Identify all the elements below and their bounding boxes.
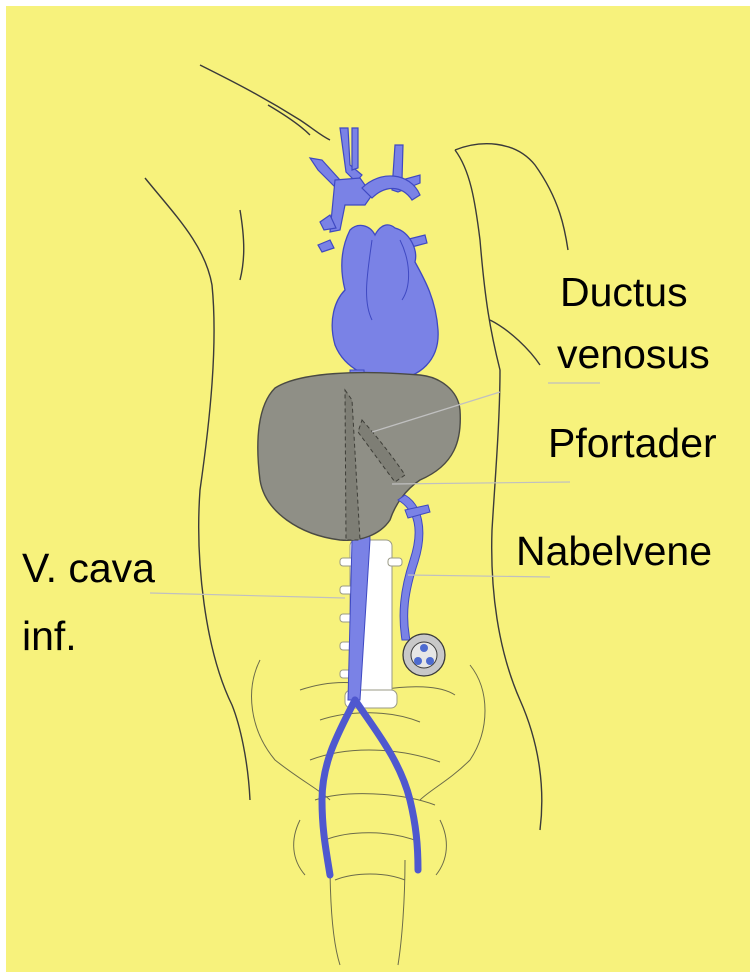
- heart: [332, 225, 438, 380]
- ductus-venosus-label-line2: venosus: [557, 330, 710, 378]
- umbilicus: [403, 634, 445, 676]
- iliac-veins: [322, 700, 418, 875]
- pfortader-label: Pfortader: [548, 419, 717, 467]
- vena-cava-label-line1: V. cava: [22, 544, 155, 592]
- vena-cava-label-line2: inf.: [22, 612, 77, 660]
- nabelvene-label: Nabelvene: [516, 527, 712, 575]
- ductus-venosus-label-line1: Ductus: [560, 268, 688, 316]
